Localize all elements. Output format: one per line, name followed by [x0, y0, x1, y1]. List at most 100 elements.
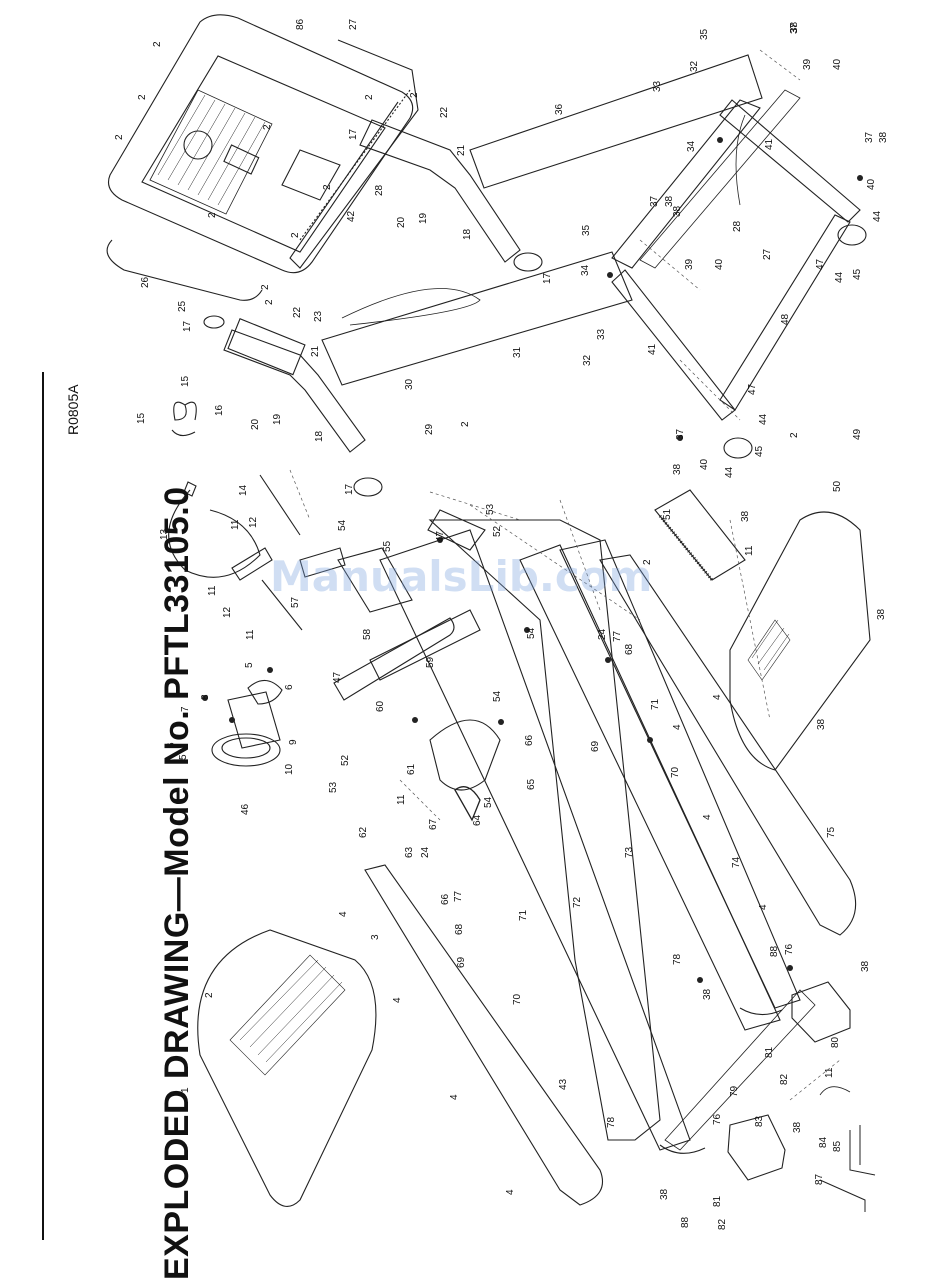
callout: 2 [204, 992, 215, 998]
callout: 69 [456, 956, 467, 968]
handrail-grip-left [227, 318, 306, 376]
foot-80 [791, 981, 851, 1043]
callout: 12 [222, 606, 233, 618]
callout: 70 [670, 766, 681, 778]
callout: 38 [792, 1121, 803, 1133]
motor-assembly [211, 679, 283, 767]
controller-55 [337, 547, 413, 613]
callout: 52 [340, 754, 351, 766]
callout: 14 [238, 484, 249, 496]
callout: 68 [454, 923, 465, 935]
callout: 2 [264, 299, 275, 305]
callout: 25 [177, 300, 188, 312]
callout: 34 [580, 264, 591, 276]
callout: 2 [260, 284, 271, 290]
callout: 2 [409, 92, 420, 98]
callout: 2 [114, 134, 125, 140]
motor-body [227, 691, 281, 749]
callout: 68 [624, 643, 635, 655]
callout: 55 [382, 540, 393, 552]
gear-64 [454, 786, 481, 822]
callout: 16 [214, 404, 225, 416]
leader-lines [289, 49, 841, 1101]
callout: 57 [290, 596, 301, 608]
callout: 2 [642, 559, 653, 565]
callout: 78 [672, 953, 683, 965]
controller-cover [299, 547, 346, 578]
callout: 13 [159, 528, 170, 540]
callout: 4 [449, 1094, 460, 1100]
callout: 64 [472, 814, 483, 826]
callout: 87 [814, 1173, 825, 1185]
handrail-right [359, 119, 521, 263]
callout: 43 [558, 1078, 569, 1090]
callout: 2 [262, 124, 273, 130]
cable-loop [341, 288, 481, 326]
base-rail-41 [639, 89, 801, 269]
flywheel-46 [211, 733, 281, 767]
incline-frame-61 [429, 719, 501, 791]
callout: 59 [425, 656, 436, 668]
callout: 37 [789, 22, 800, 34]
callout: 22 [439, 106, 450, 118]
callout: 50 [832, 480, 843, 492]
callout: 48 [780, 313, 791, 325]
handrail-left [223, 329, 366, 453]
callout: 2 [290, 232, 301, 238]
callout: 19 [418, 212, 429, 224]
callout: 21 [310, 345, 321, 357]
callout: 35 [581, 224, 592, 236]
callout: 44 [834, 271, 845, 283]
callout: 76 [712, 1113, 723, 1125]
callout: 11 [824, 1067, 835, 1078]
bracket-87 [819, 1179, 866, 1212]
callout: 11 [230, 519, 241, 530]
callout: 11 [744, 545, 755, 556]
callout: 74 [731, 856, 742, 868]
callout: 28 [374, 184, 385, 196]
callout: 34 [686, 140, 697, 152]
callout: 67 [428, 818, 439, 830]
incline-assembly [333, 509, 501, 822]
callout: 81 [712, 1195, 723, 1207]
callout: 61 [406, 763, 417, 775]
callout: 2 [207, 212, 218, 218]
callout: 44 [724, 466, 735, 478]
cable-28 [735, 114, 746, 206]
incline-link-60 [333, 617, 455, 701]
console-inner [141, 55, 386, 253]
callout: 4 [702, 814, 713, 820]
callout: 47 [747, 383, 758, 395]
uprights [321, 54, 763, 386]
callout: 4 [505, 1189, 516, 1195]
console-speaker-grille [149, 89, 273, 215]
wheel-45a [837, 224, 867, 246]
bracket-85 [849, 1125, 876, 1176]
callout: 54 [337, 519, 348, 531]
callout: 45 [852, 268, 863, 280]
callout: 8 [200, 694, 211, 700]
grip-cap [203, 315, 225, 329]
callout: 76 [784, 943, 795, 955]
handrail-cap-left [353, 477, 383, 497]
callout: 38 [876, 608, 887, 620]
callout: 44 [872, 210, 883, 222]
callout: 52 [492, 525, 503, 537]
callout: 35 [699, 28, 710, 40]
callout: 17 [542, 272, 553, 284]
callout: 54 [526, 627, 537, 639]
callout: 38 [672, 463, 683, 475]
frame-side-rail-73 [519, 544, 781, 1031]
side-rail-75 [599, 554, 857, 936]
callout: 38 [740, 510, 751, 522]
callout: 33 [596, 328, 607, 340]
callout: 71 [518, 909, 529, 921]
callout: 5 [178, 754, 189, 760]
callout: 75 [826, 826, 837, 838]
callout: 15 [180, 375, 191, 387]
callout: 20 [396, 216, 407, 228]
power-cord-plug [183, 481, 197, 497]
callout: 20 [250, 418, 261, 430]
controller-plate-12 [231, 547, 273, 581]
